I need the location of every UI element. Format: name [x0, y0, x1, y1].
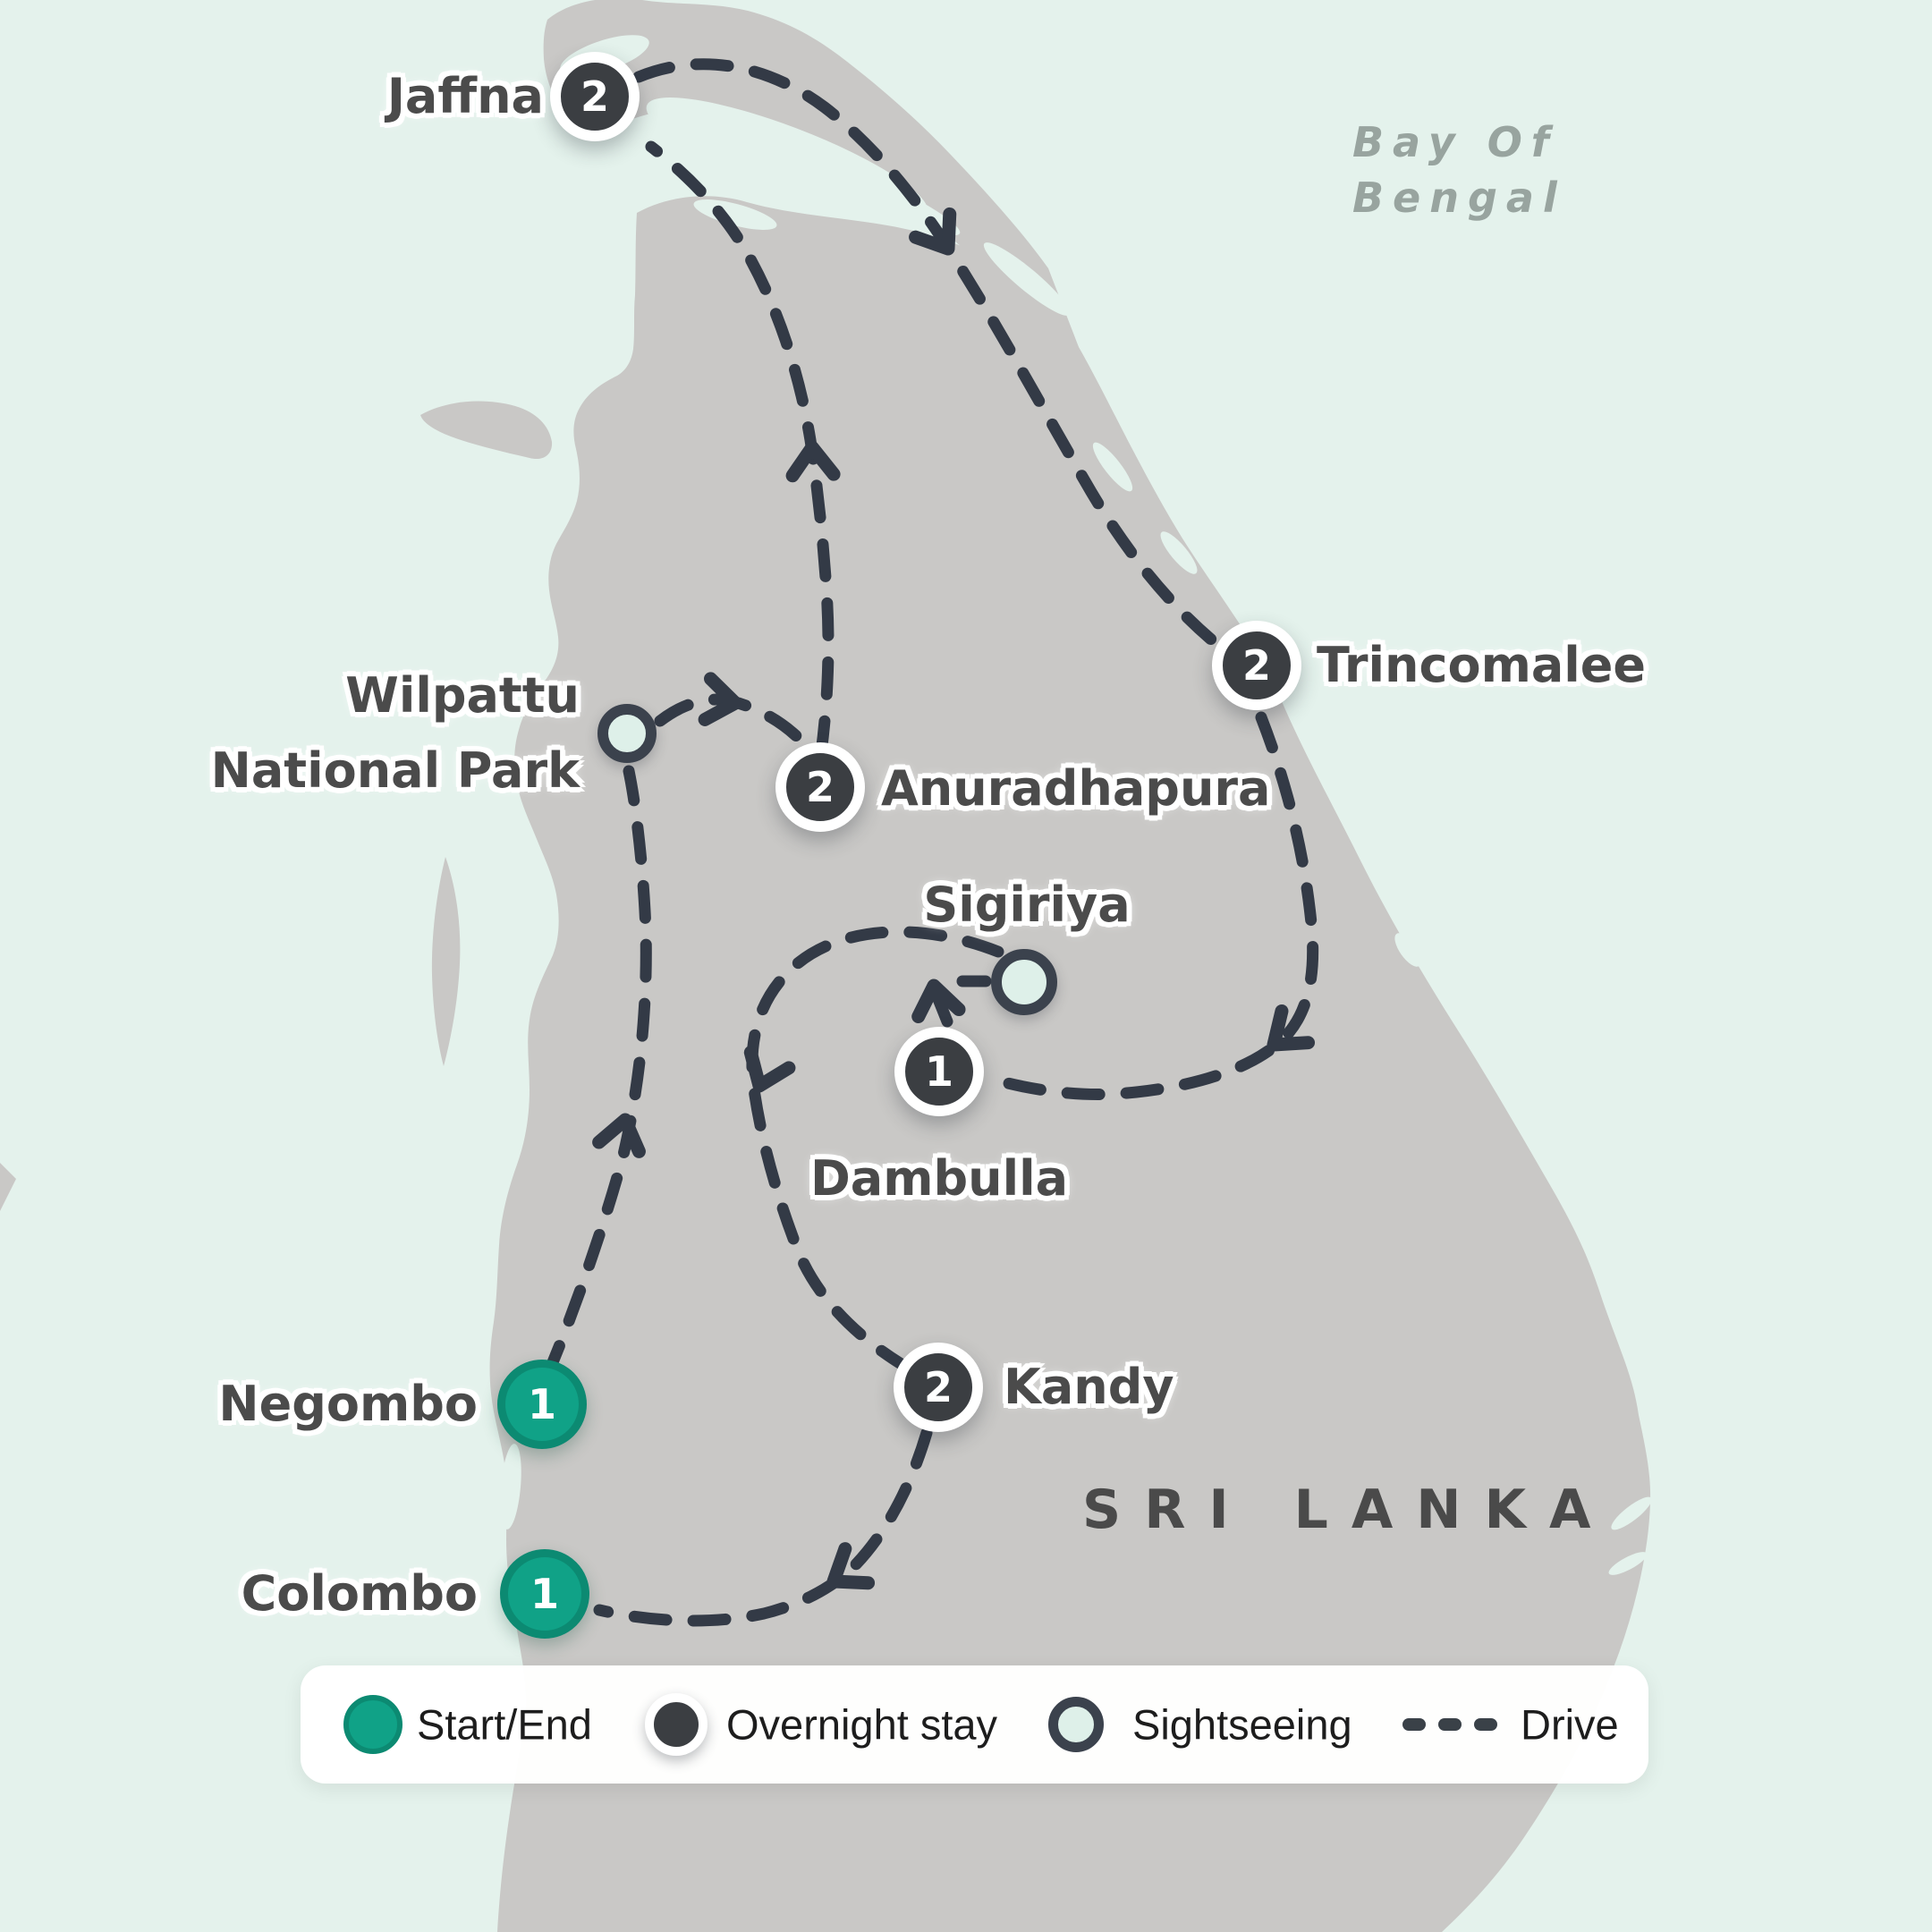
legend-overnight-icon	[645, 1693, 708, 1756]
land-edge-fragment	[0, 1163, 16, 1211]
label-kandy: Kandy	[1004, 1359, 1174, 1415]
legend-start-end-icon	[343, 1695, 402, 1754]
label-wilpattu-line1: Wilpattu	[345, 667, 580, 724]
arrow-right-wilpattu-leg	[698, 672, 742, 726]
arrow-up-negombo-leg	[592, 1113, 646, 1158]
arrow-downleft-dambulla-leg	[1267, 1004, 1316, 1052]
land-jaffna-peninsula	[543, 0, 1079, 347]
label-anuradhapura: Anuradhapura	[881, 760, 1271, 817]
legend-sightseeing-icon	[1048, 1697, 1104, 1752]
marker-wilpattu-sightseeing	[597, 704, 657, 763]
route-negombo-wilpattu	[541, 765, 652, 1382]
marker-dambulla: 1	[894, 1027, 984, 1116]
marker-colombo-nights: 1	[530, 1570, 559, 1618]
land-kalpitiya-strip-south	[431, 857, 461, 1066]
marker-negombo: 1	[497, 1360, 587, 1449]
marker-anuradhapura: 2	[775, 742, 865, 832]
legend-drive-icon	[1402, 1718, 1497, 1731]
marker-trincomalee: 2	[1212, 621, 1301, 710]
marker-sigiriya-sightseeing	[991, 949, 1057, 1015]
label-trincomalee: Trincomalee	[1317, 637, 1647, 693]
arrow-down-trinco-leg	[909, 207, 957, 256]
marker-kandy-nights: 2	[923, 1363, 953, 1411]
land-mainland	[489, 196, 1651, 1932]
label-colombo: Colombo	[241, 1565, 478, 1622]
land-kalpitiya-strip-north	[420, 401, 553, 460]
arrow-downleft-colombo-leg	[826, 1542, 876, 1590]
legend-bar: Start/End Overnight stay Sightseeing Dri…	[301, 1665, 1648, 1784]
country-label: SRI LANKA	[1082, 1479, 1614, 1541]
route-anuradhapura-jaffna	[645, 140, 835, 759]
legend-overnight-label: Overnight stay	[726, 1700, 998, 1749]
label-jaffna: Jaffna	[386, 68, 544, 124]
legend-sightseeing-label: Sightseeing	[1132, 1700, 1352, 1749]
label-wilpattu-line2: National Park	[210, 742, 580, 799]
water-label-bay-of-bengal: Bay Of Bengal	[1352, 114, 1566, 225]
label-sigiriya: Sigiriya	[923, 877, 1131, 933]
marker-jaffna-nights: 2	[580, 72, 609, 121]
arrow-down-kandy-leg	[743, 1046, 796, 1093]
route-trincomalee-dambulla	[981, 711, 1319, 1100]
marker-trincomalee-nights: 2	[1241, 641, 1271, 690]
legend-start-end-label: Start/End	[417, 1700, 592, 1749]
marker-kandy: 2	[894, 1343, 983, 1432]
water-label-line2: Bengal	[1352, 174, 1566, 222]
label-wilpattu-national-park: Wilpattu National Park	[211, 658, 580, 809]
arrow-up-sigiriya-leg	[911, 979, 966, 1024]
marker-jaffna: 2	[550, 52, 640, 141]
label-negombo: Negombo	[218, 1376, 478, 1432]
marker-negombo-nights: 1	[527, 1380, 556, 1428]
legend-drive-label: Drive	[1521, 1700, 1619, 1749]
route-kandy-colombo	[593, 1427, 933, 1627]
label-dambulla: Dambulla	[809, 1150, 1069, 1207]
water-label-line1: Bay Of	[1352, 118, 1558, 166]
arrow-up-jaffna-leg	[785, 440, 841, 483]
marker-anuradhapura-nights: 2	[805, 763, 835, 811]
marker-colombo: 1	[500, 1549, 589, 1639]
marker-dambulla-nights: 1	[924, 1047, 953, 1096]
